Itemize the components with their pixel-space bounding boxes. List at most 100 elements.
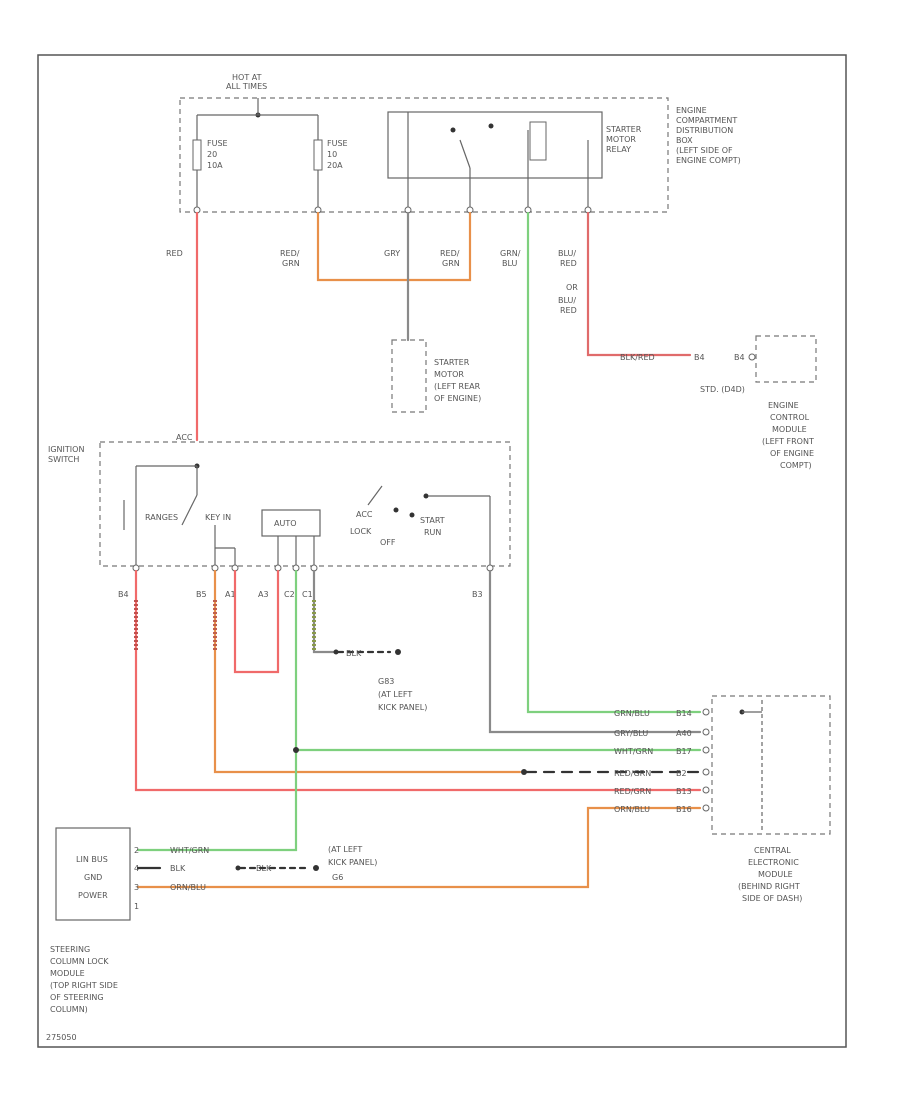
svg-text:A40: A40 [676,729,692,738]
svg-text:GRN/BLU: GRN/BLU [614,709,650,718]
wire-label-red-grn: RED/ [280,249,300,258]
svg-text:2: 2 [134,846,139,855]
svg-text:RED/GRN: RED/GRN [614,769,651,778]
svg-text:GRY/BLU: GRY/BLU [614,729,648,738]
svg-text:GND: GND [84,873,102,882]
svg-text:A1: A1 [225,590,236,599]
svg-text:ELECTRONIC: ELECTRONIC [748,858,799,867]
svg-text:B4: B4 [118,590,129,599]
svg-text:OF ENGINE: OF ENGINE [770,449,814,458]
wire-gry-b3-cem [488,569,702,734]
svg-text:OF ENGINE): OF ENGINE) [434,394,481,403]
svg-text:B17: B17 [676,747,692,756]
svg-text:WHT/GRN: WHT/GRN [170,846,209,855]
svg-text:B14: B14 [676,709,692,718]
all-times-label: ALL TIMES [226,82,267,91]
fuse-right-label: FUSE [327,139,348,148]
ecm-std-label: STD. (D4D) [700,385,745,394]
svg-text:BLK: BLK [346,649,362,658]
ground-g83-label: G83 [378,677,394,686]
ecdb-label-2: COMPARTMENT [676,116,737,125]
svg-text:MOTOR: MOTOR [434,370,464,379]
svg-text:C2: C2 [284,590,295,599]
fuse-right-number: 10 [327,150,337,159]
svg-text:(LEFT REAR: (LEFT REAR [434,382,481,391]
svg-text:AUTO: AUTO [274,519,297,528]
svg-text:LOCK: LOCK [350,527,372,536]
svg-text:G6: G6 [332,873,343,882]
svg-text:RED/GRN: RED/GRN [614,787,651,796]
svg-text:(LEFT FRONT: (LEFT FRONT [762,437,814,446]
wire-label-blu-red-3: BLU/ [558,296,576,305]
svg-text:RUN: RUN [424,528,441,537]
svg-text:CENTRAL: CENTRAL [754,846,791,855]
steering-column-lock-module: LIN BUS GND POWER 2 4 3 1 WHT/GRN BLK BL… [50,827,377,1014]
relay-label-3: RELAY [606,145,631,154]
svg-text:(BEHIND RIGHT: (BEHIND RIGHT [738,882,800,891]
relay-label-1: STARTER [606,125,642,134]
wire-label-blu-red: BLU/ [558,249,576,258]
central-electronic-module: GRN/BLU GRY/BLU WHT/GRN RED/GRN RED/GRN … [614,695,831,903]
engine-compartment-box: HOT AT ALL TIMES FUSE 20 10A FUSE 10 20A… [179,73,741,214]
svg-text:A3: A3 [258,590,269,599]
wire-red-grn-loop [316,211,472,282]
svg-text:STEERING: STEERING [50,945,90,954]
svg-text:OFF: OFF [380,538,396,547]
wire-label-gry: GRY [384,249,400,258]
svg-text:B16: B16 [676,805,692,814]
svg-text:3: 3 [134,883,139,892]
svg-text:MODULE: MODULE [758,870,793,879]
svg-text:B2: B2 [676,769,687,778]
svg-text:COMPT): COMPT) [780,461,812,470]
wire-red-a1-a3-loop [233,569,280,674]
svg-text:1: 1 [134,902,139,911]
svg-text:KICK PANEL): KICK PANEL) [378,703,427,712]
hot-at-label: HOT AT [232,73,262,82]
ignition-switch: IGNITION SWITCH ACC RANGES KEY IN AUTO A… [48,433,511,599]
wire-blu-red-ecm [586,211,692,357]
fuse-right-rating: 20A [327,161,343,170]
svg-text:4: 4 [134,864,139,873]
ground-g6-label: (AT LEFT [328,845,362,854]
svg-text:LIN BUS: LIN BUS [76,855,108,864]
svg-text:B5: B5 [196,590,207,599]
svg-text:POWER: POWER [78,891,108,900]
ecm-wire-label: BLK/RED [620,353,655,362]
svg-text:(TOP RIGHT SIDE: (TOP RIGHT SIDE [50,981,118,990]
svg-text:SIDE OF DASH): SIDE OF DASH) [742,894,802,903]
svg-text:COLUMN LOCK: COLUMN LOCK [50,957,109,966]
diagram-frame [37,54,847,1048]
wire-label-red-grn-2: GRN [282,259,300,268]
ecdb-label-3: DISTRIBUTION [676,126,733,135]
svg-text:MODULE: MODULE [772,425,807,434]
wire-label-red-grn-b2: GRN [442,259,460,268]
svg-text:ACC: ACC [356,510,373,519]
wire-label-or: OR [566,283,578,292]
svg-text:CONTROL: CONTROL [770,413,810,422]
svg-text:RANGES: RANGES [145,513,178,522]
svg-text:BLK: BLK [170,864,186,873]
svg-text:START: START [420,516,445,525]
svg-text:OF STEERING: OF STEERING [50,993,104,1002]
ecdb-label-1: ENGINE [676,106,707,115]
svg-text:MODULE: MODULE [50,969,85,978]
ecdb-label-5: (LEFT SIDE OF [676,146,733,155]
starter-motor: STARTER MOTOR (LEFT REAR OF ENGINE) [391,339,481,413]
svg-text:WHT/GRN: WHT/GRN [614,747,653,756]
fuse-left-number: 20 [207,150,217,159]
wire-wht-grn-lin [136,569,298,852]
svg-text:KICK PANEL): KICK PANEL) [328,858,377,867]
svg-text:ORN/BLU: ORN/BLU [614,805,650,814]
fuse-left-rating: 10A [207,161,223,170]
engine-control-module: BLK/RED B4 B4 STD. (D4D) ENGINE CONTROL … [620,335,817,470]
wire-grn-blu-cem [526,211,702,714]
relay-label-2: MOTOR [606,135,636,144]
wire-label-blu-red-4: RED [560,306,577,315]
wire-red-b4-cem [134,569,702,792]
svg-text:B13: B13 [676,787,692,796]
auto-block [261,509,321,537]
wire-c1-ground [312,569,337,654]
svg-text:ENGINE: ENGINE [768,401,799,410]
diagram-code: 275050 [46,1033,77,1042]
ecdb-label-4: BOX [676,136,693,145]
